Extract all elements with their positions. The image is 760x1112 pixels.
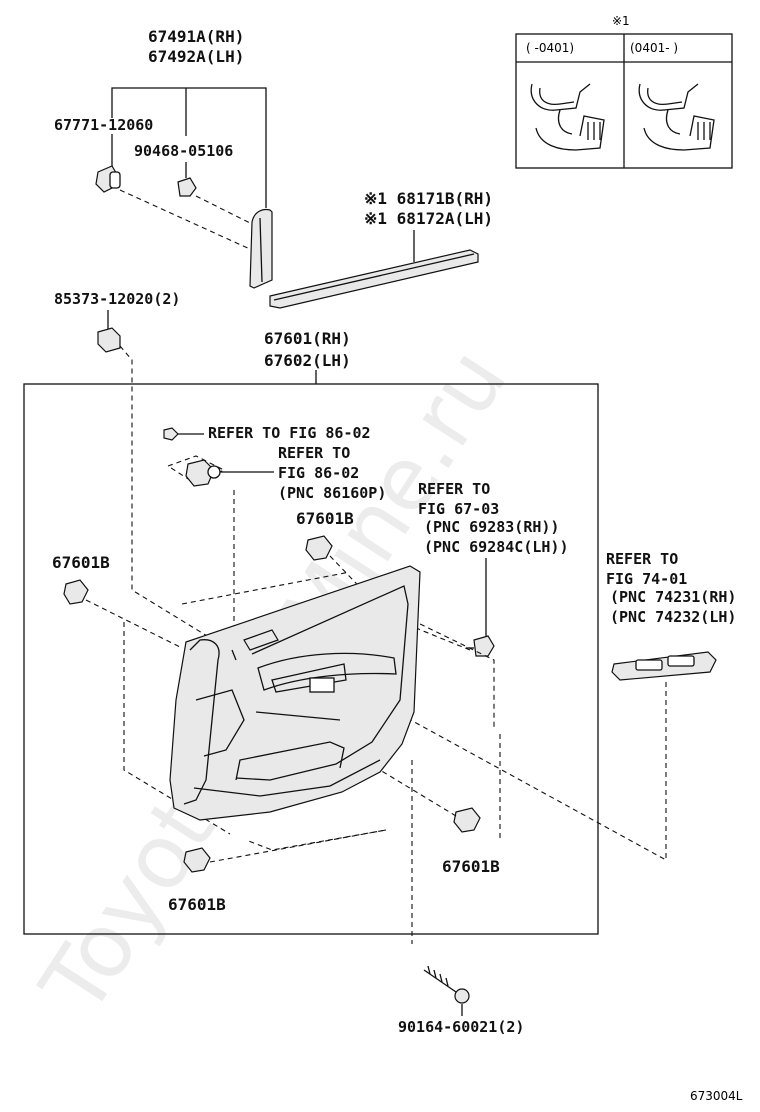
push-clip-67771 — [95, 165, 121, 193]
figure-id: 673004L — [690, 1089, 743, 1103]
clip-a-label: 67771-12060 — [54, 116, 153, 134]
panel-rh-label: 67601(RH) — [264, 329, 351, 348]
moulding-rh-label: 67491A(RH) — [148, 27, 244, 46]
refer-67-03-line3: (PNC 69283(RH)) — [424, 518, 559, 536]
clip-67601b-right — [453, 807, 481, 833]
screw-90164 — [423, 965, 470, 1004]
clip-67601b-left — [63, 579, 89, 605]
clip-sketch-new — [638, 83, 715, 151]
weatherstrip-lh-label: ※1 68172A(LH) — [364, 209, 493, 228]
clip-67601b-label-left: 67601B — [52, 553, 110, 572]
clip-b-label: 90468-05106 — [134, 142, 233, 160]
clip-67601b-label-right: 67601B — [442, 857, 500, 876]
refer-86-02-b-line3: (PNC 86160P) — [278, 484, 386, 502]
moulding-lh-label: 67492A(LH) — [148, 47, 244, 66]
clip-90468 — [177, 177, 197, 197]
refer-74-01-line1: REFER TO — [606, 550, 678, 568]
weatherstrip-68171b — [269, 249, 479, 309]
inset-symbol: ※1 — [612, 14, 630, 28]
screw-refer-86-02 — [163, 427, 204, 441]
nut-85373 — [97, 327, 121, 353]
clip-67601b-label-bottom: 67601B — [168, 895, 226, 914]
moulding-67491a — [249, 208, 273, 289]
handle-cover-69283 — [466, 635, 495, 657]
clip-sketch-old — [530, 83, 605, 151]
nut-label: 85373-12020(2) — [54, 290, 180, 308]
clip-67601b-bottom — [183, 847, 211, 873]
inset-col-left: ( -0401) — [526, 41, 574, 55]
refer-86-02-label: REFER TO FIG 86-02 — [208, 424, 371, 442]
refer-86-02-b-line1: REFER TO — [278, 444, 350, 462]
clip-67601b-top — [305, 535, 333, 561]
door-trim-panel-67601 — [169, 565, 421, 821]
clip-67601b-label-top: 67601B — [296, 509, 354, 528]
refer-74-01-line4: (PNC 74232(LH) — [610, 608, 736, 626]
refer-86-02-b-line2: FIG 86-02 — [278, 464, 359, 482]
panel-lh-label: 67602(LH) — [264, 351, 351, 370]
courtesy-lamp-86160p — [166, 455, 274, 487]
refer-67-03-line1: REFER TO — [418, 480, 490, 498]
inset-col-right: (0401- ) — [630, 41, 678, 55]
refer-67-03-line2: FIG 67-03 — [418, 500, 499, 518]
panel-assembly-frame — [23, 383, 599, 935]
screw-label: 90164-60021(2) — [398, 1018, 524, 1036]
inset-table: ※1 ( -0401) (0401- ) — [515, 14, 733, 169]
refer-67-03-line4: (PNC 69284C(LH)) — [424, 538, 569, 556]
window-switch-bezel-74231 — [611, 651, 717, 681]
refer-74-01-line3: (PNC 74231(RH) — [610, 588, 736, 606]
weatherstrip-rh-label: ※1 68171B(RH) — [364, 189, 493, 208]
refer-74-01-line2: FIG 74-01 — [606, 570, 687, 588]
